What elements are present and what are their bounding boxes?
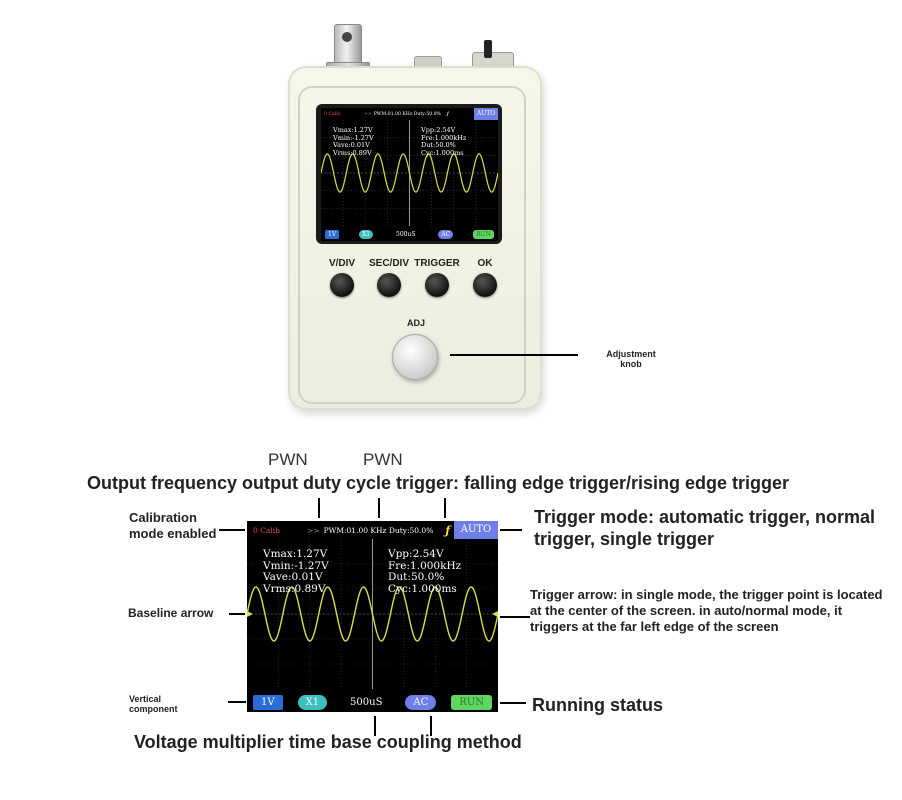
- zoomed-screen-footer: 1V X1 500uS AC RUN: [247, 692, 498, 712]
- screen-footer: 1V X1 500uS AC RUN: [321, 227, 498, 241]
- measurements-right: Vpp:2.54V Fre:1.000kHz Dut:50.0% Cyc:1.0…: [421, 126, 467, 157]
- pwm-frequency-tick: [318, 498, 320, 518]
- trigger-mode-badge: AUTO: [474, 108, 498, 120]
- zoomed-timebase-readout: 500uS: [350, 696, 383, 708]
- calib-indicator: 0 Calib: [324, 111, 341, 117]
- vertical-component-label: Vertical component: [129, 694, 178, 714]
- coupling-badge: AC: [438, 229, 454, 239]
- zoomed-coupling-badge: AC: [405, 694, 437, 710]
- falling-rising-edge-icon: ƒ: [446, 111, 449, 117]
- probe-badge: X1: [359, 229, 374, 239]
- power-switch-lever[interactable]: [484, 40, 492, 58]
- trigger-arrow-label: Trigger arrow: in single mode, the trigg…: [530, 587, 883, 634]
- adj-label: ADJ: [406, 318, 425, 328]
- vertical-callout-line: [228, 701, 246, 703]
- ok-button-label: OK: [477, 258, 493, 269]
- waveform-trace: [321, 153, 498, 193]
- measurements-left: Vmax:1.27V Vmin:-1.27V Vave:0.01V Vrms:0…: [333, 126, 374, 157]
- zoomed-run-status-badge: RUN: [451, 694, 492, 710]
- front-panel-frame: [298, 86, 526, 404]
- secdiv-button[interactable]: [377, 273, 401, 297]
- zoomed-trigger-mode-badge: AUTO: [454, 521, 498, 539]
- trigger-button[interactable]: [425, 273, 449, 297]
- zoomed-pwm-readout: PWM:01.00 KHz Duty:50.0%: [323, 525, 434, 535]
- adjustment-knob-label: Adjustment knob: [606, 349, 656, 369]
- pwm-readout: PWM:01.00 KHz Duty:50.0%: [373, 111, 441, 117]
- waveform-plot: [321, 120, 498, 226]
- screen-header: 0 Calib >> PWM:01.00 KHz Duty:50.0% ƒ: [321, 108, 498, 120]
- running-status-label: Running status: [532, 695, 663, 715]
- vdiv-button[interactable]: [330, 273, 354, 297]
- header-arrow-icon: >>: [364, 111, 372, 117]
- top-caption: Output frequency output duty cycle trigg…: [87, 473, 790, 493]
- trigger-button-label: TRIGGER: [414, 258, 460, 269]
- device-screen: 0 Calib >> PWM:01.00 KHz Duty:50.0% ƒ AU…: [321, 108, 498, 241]
- coupling-tick: [430, 716, 432, 736]
- zoomed-probe-badge: X1: [297, 694, 328, 710]
- zoomed-measurements-left: Vmax:1.27V Vmin:-1.27V Vave:0.01V Vrms:0…: [263, 548, 329, 595]
- trigger-mode-label: Trigger mode: automatic trigger, normal …: [534, 507, 876, 549]
- duty-cycle-tick: [378, 498, 380, 518]
- timebase-readout: 500uS: [396, 230, 416, 238]
- trigger-arrow-icon: [492, 611, 498, 617]
- ok-button[interactable]: [473, 273, 497, 297]
- secdiv-button-label: SEC/DIV: [368, 258, 409, 269]
- trigger-arrow-callout-line: [500, 616, 530, 618]
- knob-callout-line: [450, 354, 578, 356]
- run-status-badge: RUN: [473, 229, 494, 239]
- pwn-label-1: PWN: [268, 450, 308, 469]
- adjustment-knob[interactable]: [392, 334, 438, 380]
- baseline-arrow-label: Baseline arrow: [128, 606, 214, 620]
- zoomed-falling-rising-edge-icon: ƒ: [445, 523, 451, 537]
- zoomed-calib-indicator: 0 Calib: [253, 525, 280, 535]
- bottom-caption: Voltage multiplier time base coupling me…: [134, 732, 522, 752]
- zoomed-waveform-trace: [247, 586, 498, 642]
- calibration-callout-line: [219, 529, 245, 531]
- pwn-label-2: PWN: [363, 450, 403, 469]
- baseline-callout-line: [229, 613, 245, 615]
- edge-trigger-tick: [444, 498, 446, 518]
- trigger-mode-callout-line: [500, 529, 522, 531]
- timebase-tick: [374, 716, 376, 736]
- zoomed-header-arrow-icon: >>: [307, 525, 320, 535]
- vdiv-badge: 1V: [325, 229, 340, 239]
- calibration-label: Calibration mode enabled: [129, 510, 217, 541]
- zoomed-measurements-right: Vpp:2.54V Fre:1.000kHz Dut:50.0% Cyc:1.0…: [388, 548, 462, 595]
- baseline-arrow-icon: [247, 611, 253, 617]
- zoomed-screen: 0 Calib >> PWM:01.00 KHz Duty:50.0% ƒ AU…: [247, 521, 498, 712]
- zoomed-waveform-plot: [247, 539, 498, 689]
- bnc-center-pin: [342, 32, 352, 42]
- zoomed-screen-header: 0 Calib >> PWM:01.00 KHz Duty:50.0% ƒ: [247, 521, 498, 539]
- zoomed-vdiv-badge: 1V: [253, 694, 283, 710]
- vdiv-button-label: V/DIV: [328, 258, 356, 269]
- running-status-callout-line: [500, 702, 526, 704]
